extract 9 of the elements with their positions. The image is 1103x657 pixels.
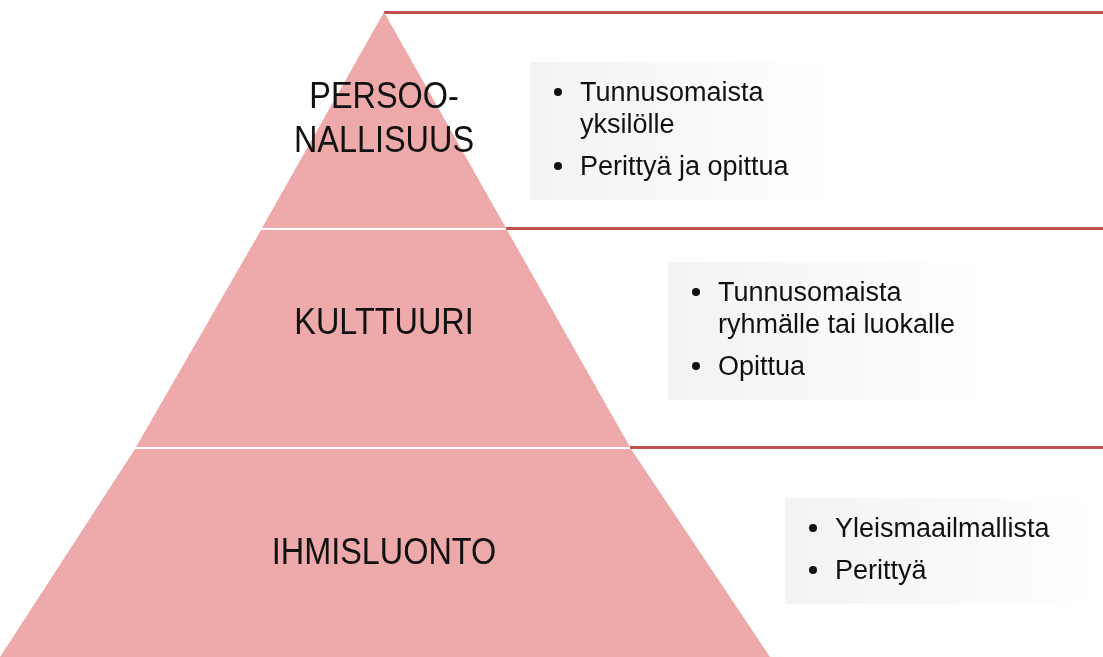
bullet-text: Tunnusomaista ryhmälle tai luokalle <box>718 277 956 339</box>
bullet-text: Perittyä <box>835 555 927 585</box>
layer-label: PERSOO- NALLISUUS <box>292 74 476 162</box>
layer-label: KULTTUURI <box>293 300 475 344</box>
bullet-text: Opittua <box>718 351 806 381</box>
bullet-text: Perittyä ja opittua <box>580 151 789 181</box>
layer-label: IHMISLUONTO <box>270 530 498 574</box>
bullet-text: Tunnusomaista yksilölle <box>580 77 764 139</box>
bullet-text: Yleismaailmallista <box>835 513 1050 543</box>
